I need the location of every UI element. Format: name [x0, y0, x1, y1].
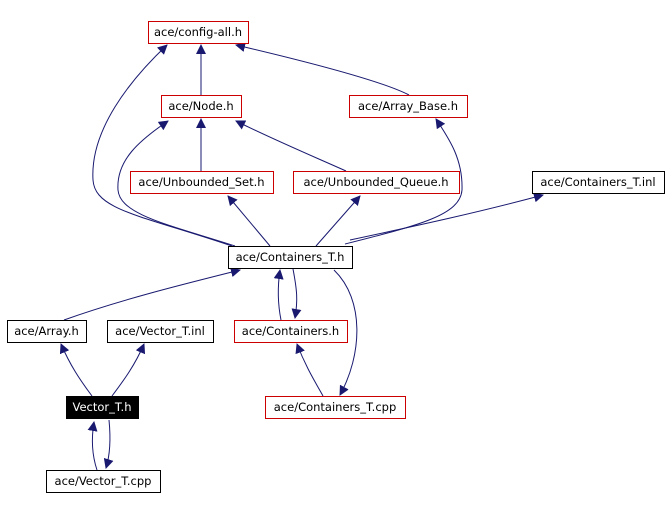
node-label: ace/Vector_T.inl — [115, 324, 205, 338]
node-box — [107, 320, 214, 343]
edge-containers_t_h-to-containers_h — [291, 268, 302, 319]
node-box — [66, 396, 139, 419]
node-containers-t-inl[interactable]: ace/Containers_T.inl — [532, 171, 665, 194]
node-unbounded-queue[interactable]: ace/Unbounded_Queue.h — [293, 171, 460, 194]
node-unbounded-set[interactable]: ace/Unbounded_Set.h — [130, 171, 274, 194]
edge-layer — [59, 42, 544, 471]
node-label: ace/Unbounded_Set.h — [138, 175, 264, 189]
edge-containers_t_h-to-node_h — [117, 120, 236, 247]
node-box — [161, 95, 242, 118]
node-box — [7, 320, 87, 343]
node-label: ace/Vector_T.cpp — [55, 474, 152, 488]
edge-containers_t_h-to-containers_t_inl — [349, 192, 544, 241]
node-layer: ace/config-all.h ace/Node.h ace/Array_Base… — [7, 21, 665, 493]
node-label: ace/Array.h — [14, 324, 79, 338]
edge-containers_t_h-to-containers_t_cpp — [333, 269, 358, 396]
node-config-all[interactable]: ace/config-all.h — [148, 21, 249, 44]
edge-unbounded_queue-to-node_h — [235, 120, 347, 172]
node-label: ace/Containers_T.inl — [540, 175, 655, 189]
node-containers-t-h[interactable]: ace/Containers_T.h — [228, 246, 353, 269]
edge-vector_t_h-to-vector_t_inl — [111, 343, 146, 397]
node-label: ace/Containers_T.cpp — [274, 400, 397, 414]
node-label: ace/Containers_T.h — [236, 250, 345, 264]
node-vector-t-cpp[interactable]: ace/Vector_T.cpp — [46, 470, 161, 493]
edge-containers_t_h-to-unbounded_queue — [315, 195, 361, 247]
node-box — [532, 171, 665, 194]
node-array-base[interactable]: ace/Array_Base.h — [349, 95, 468, 118]
edge-containers_t_h-to-config_all — [92, 44, 233, 247]
node-containers-h[interactable]: ace/Containers.h — [234, 320, 348, 343]
node-box — [293, 171, 460, 194]
node-vector-t-h[interactable]: Vector_T.h — [66, 396, 139, 419]
node-box — [265, 396, 406, 419]
node-box — [349, 95, 468, 118]
node-label: ace/Unbounded_Queue.h — [303, 175, 448, 189]
edge-containers_t_h-to-unbounded_set — [227, 195, 271, 247]
node-containers-t-cpp[interactable]: ace/Containers_T.cpp — [265, 396, 406, 419]
node-vector-t-inl[interactable]: ace/Vector_T.inl — [107, 320, 214, 343]
edge-vector_t_h-to-array_h — [59, 343, 93, 397]
node-label: ace/config-all.h — [154, 25, 242, 39]
edge-array_base-to-config_all — [235, 42, 410, 96]
node-box — [46, 470, 161, 493]
node-array-h[interactable]: ace/Array.h — [7, 320, 87, 343]
node-label: ace/Array_Base.h — [358, 99, 458, 113]
node-label: ace/Containers.h — [242, 324, 339, 338]
edge-containers_t_cpp-to-containers_h — [295, 343, 324, 397]
edge-containers_t_h-to-array_base — [344, 118, 463, 245]
node-label: Vector_T.h — [73, 400, 132, 414]
node-box — [228, 246, 353, 269]
node-label: ace/Node.h — [168, 99, 233, 113]
edge-containers_h-to-containers_t_h — [273, 269, 284, 321]
node-box — [234, 320, 348, 343]
node-node-h[interactable]: ace/Node.h — [161, 95, 242, 118]
node-box — [130, 171, 274, 194]
node-box — [148, 21, 249, 44]
edge-vector_t_cpp-to-vector_t_h — [87, 421, 98, 471]
edge-array_h-to-containers_t_h — [63, 267, 241, 321]
edge-vector_t_h-to-vector_t_cpp — [103, 419, 114, 469]
